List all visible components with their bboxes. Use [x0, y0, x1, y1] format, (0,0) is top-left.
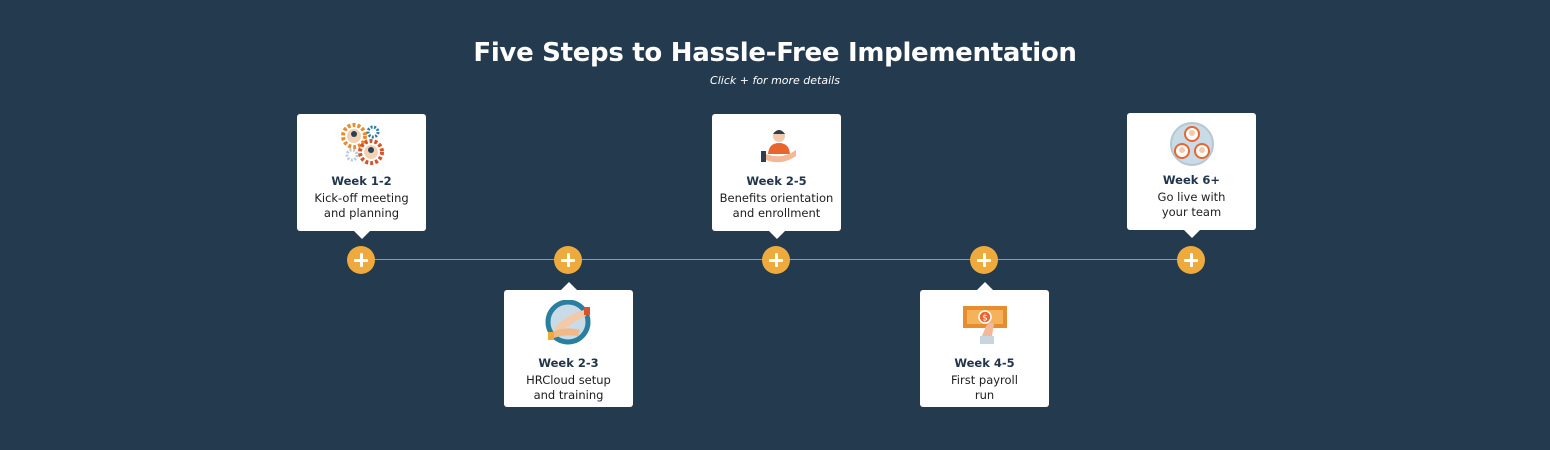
expand-step-2-button[interactable]	[554, 246, 582, 274]
step-week: Week 6+	[1162, 173, 1221, 187]
handshake-icon	[545, 300, 590, 345]
expand-step-4-button[interactable]	[970, 246, 998, 274]
svg-text:$: $	[982, 314, 988, 324]
expand-step-1-button[interactable]	[347, 246, 375, 274]
step-week: Week 4-5	[954, 356, 1015, 370]
expand-step-5-button[interactable]	[1177, 246, 1205, 274]
money-bill-icon: $	[962, 306, 1007, 344]
person-in-hand-icon	[760, 130, 796, 163]
step-week: Week 1-2	[331, 174, 392, 188]
step-week: Week 2-5	[746, 174, 807, 188]
page-title: Five Steps to Hassle-Free Implementation	[473, 38, 1077, 68]
team-circle-icon	[1169, 122, 1214, 166]
gears-people-icon	[340, 123, 384, 165]
expand-step-3-button[interactable]	[762, 246, 790, 274]
step-week: Week 2-3	[538, 356, 599, 370]
page-subtitle: Click + for more details	[710, 74, 840, 87]
